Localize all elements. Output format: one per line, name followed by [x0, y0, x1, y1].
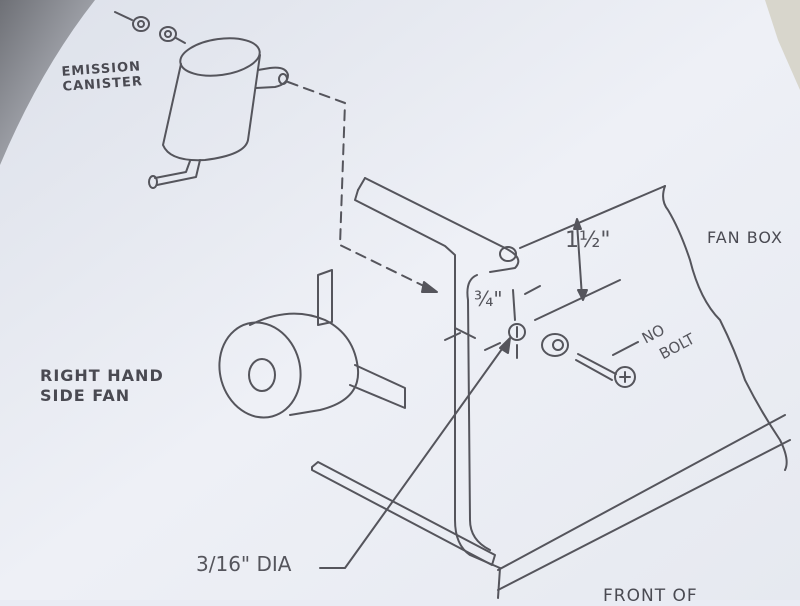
mounting-bracket-drawing: [311, 177, 791, 599]
dimension-three-quarter: [444, 285, 541, 341]
dimension-one-half: [534, 218, 621, 321]
label-line: RIGHT HAND: [40, 366, 164, 385]
nut-icon: [114, 11, 186, 44]
hole-icon: [484, 323, 526, 359]
hole-diameter-label: 3/16" DIA: [196, 552, 292, 576]
right-hand-side-fan-drawing: [218, 269, 406, 419]
fabric-background: [765, 0, 800, 90]
dimension-three-quarter-label: ¾": [474, 287, 503, 311]
left-page-edge: [0, 0, 95, 165]
washer-icon: [541, 333, 569, 357]
hole-diameter-leader: [319, 341, 508, 569]
dashed-guide-line: [287, 81, 433, 291]
emission-canister-label: EMISSION CANISTER: [61, 59, 143, 94]
dimension-one-half-label: 1½": [565, 228, 611, 253]
label-line: SIDE FAN: [40, 386, 131, 405]
screw-icon: [575, 341, 639, 388]
emission-canister-drawing: [148, 37, 289, 189]
front-of-label: FRONT OF: [603, 586, 698, 606]
fan-box-label: FAN BOX: [707, 228, 783, 247]
right-hand-side-fan-label: RIGHT HAND SIDE FAN: [40, 366, 164, 406]
